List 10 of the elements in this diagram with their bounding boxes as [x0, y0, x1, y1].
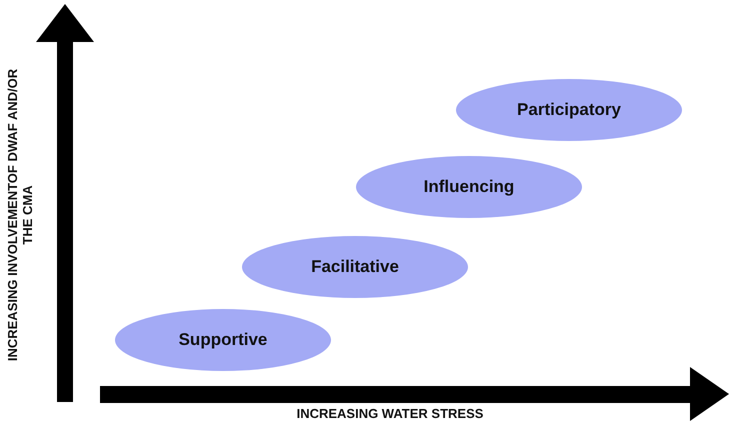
- ellipse-stage: [456, 79, 682, 141]
- axis-title: INCREASING INVOLVEMENTOF DWAF AND/OR THE CMA: [5, 68, 35, 364]
- stage-label: Participatory: [517, 100, 621, 120]
- stage-label: Influencing: [424, 177, 514, 197]
- ellipse-stage: [115, 309, 331, 371]
- stage-label: Facilitative: [311, 257, 399, 277]
- ellipse-stage: [356, 156, 582, 218]
- axis-title: INCREASING WATER STRESS: [296, 406, 484, 421]
- ellipse-stage: [242, 236, 468, 298]
- stage-label: Supportive: [178, 330, 268, 350]
